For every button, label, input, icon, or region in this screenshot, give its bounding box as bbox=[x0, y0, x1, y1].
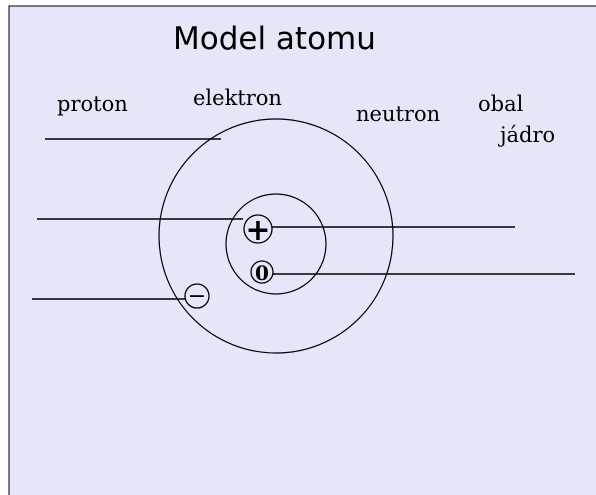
label-neutron: neutron bbox=[356, 102, 441, 126]
nucleus-circle bbox=[225, 193, 327, 295]
electron-particle bbox=[184, 283, 210, 309]
electron-symbol: − bbox=[188, 284, 206, 309]
neutron-particle bbox=[250, 260, 274, 284]
diagram-title: Model atomu bbox=[173, 21, 376, 57]
diagram-panel bbox=[8, 5, 596, 495]
label-proton: proton bbox=[57, 92, 128, 116]
proton-particle bbox=[243, 214, 273, 244]
label-jadro: jádro bbox=[500, 123, 556, 147]
label-obal: obal bbox=[478, 92, 524, 116]
proton-symbol: + bbox=[245, 213, 270, 248]
shell-circle bbox=[158, 118, 394, 354]
label-elektron: elektron bbox=[193, 86, 282, 110]
neutron-symbol: 0 bbox=[255, 261, 269, 285]
